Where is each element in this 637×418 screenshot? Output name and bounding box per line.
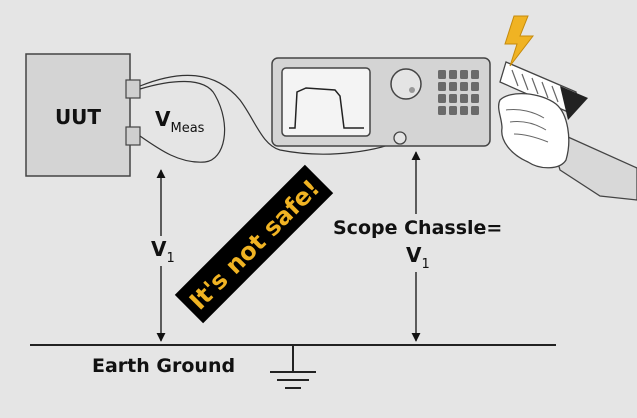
scope-chassis-label: Scope Chassle= <box>333 217 502 239</box>
warning-banner: It's not safe! <box>174 164 334 324</box>
scope-knob-dot <box>409 87 415 93</box>
scope-key <box>438 94 446 103</box>
probe-tip <box>560 86 588 120</box>
scope-key <box>449 70 457 79</box>
scope-chassis-v1: V1 <box>406 243 430 272</box>
v1-left-label: V1 <box>151 237 175 266</box>
lightning-bolt-icon <box>504 15 535 67</box>
probe-icon <box>499 61 588 120</box>
scope-key <box>438 70 446 79</box>
scope-key <box>471 106 479 115</box>
scope-key <box>449 82 457 91</box>
fingers <box>505 109 549 143</box>
v1-left-label-bg <box>147 236 177 266</box>
scope-screen <box>281 67 371 137</box>
probe-wires <box>139 74 403 163</box>
scope-key <box>438 82 446 91</box>
vmeas-label: VMeas <box>155 107 205 136</box>
scope-key <box>460 70 468 79</box>
hand-icon <box>497 92 637 201</box>
scope-waveform <box>289 87 364 129</box>
ground-symbol-icon <box>270 345 316 389</box>
scope-key <box>471 70 479 79</box>
v1-left-main: V <box>151 237 167 261</box>
measurement-loop-wire <box>139 80 226 163</box>
v1-left-sub: 1 <box>166 251 174 266</box>
scope-chassis-v-sub: 1 <box>421 257 429 272</box>
scope-key <box>471 94 479 103</box>
probe-ribs <box>511 69 559 103</box>
scope-key <box>449 94 457 103</box>
vmeas-main: V <box>155 107 171 131</box>
scope-key <box>471 82 479 91</box>
scope-chassis-v-main: V <box>406 243 422 267</box>
oscilloscope <box>271 57 491 147</box>
scope-knob <box>390 68 422 100</box>
scope-input-connector <box>393 131 407 145</box>
uut-terminal-top <box>125 79 141 99</box>
scope-key <box>460 106 468 115</box>
hand <box>497 92 570 169</box>
scope-key <box>438 106 446 115</box>
scope-chassis-label-bg <box>330 214 500 272</box>
warning-banner-bg <box>174 164 334 324</box>
uut-box: UUT <box>25 53 141 177</box>
uut-body <box>25 53 131 177</box>
scope-keypad <box>438 70 479 115</box>
uut-terminal-bottom <box>125 126 141 146</box>
earth-ground-label: Earth Ground <box>92 355 235 377</box>
scope-key <box>460 94 468 103</box>
scope-key <box>449 106 457 115</box>
vmeas-sub: Meas <box>170 121 204 136</box>
uut-label: UUT <box>55 105 101 129</box>
scope-probe-wire <box>139 74 403 155</box>
scope-key <box>460 82 468 91</box>
warning-text: It's not safe! <box>184 174 325 315</box>
